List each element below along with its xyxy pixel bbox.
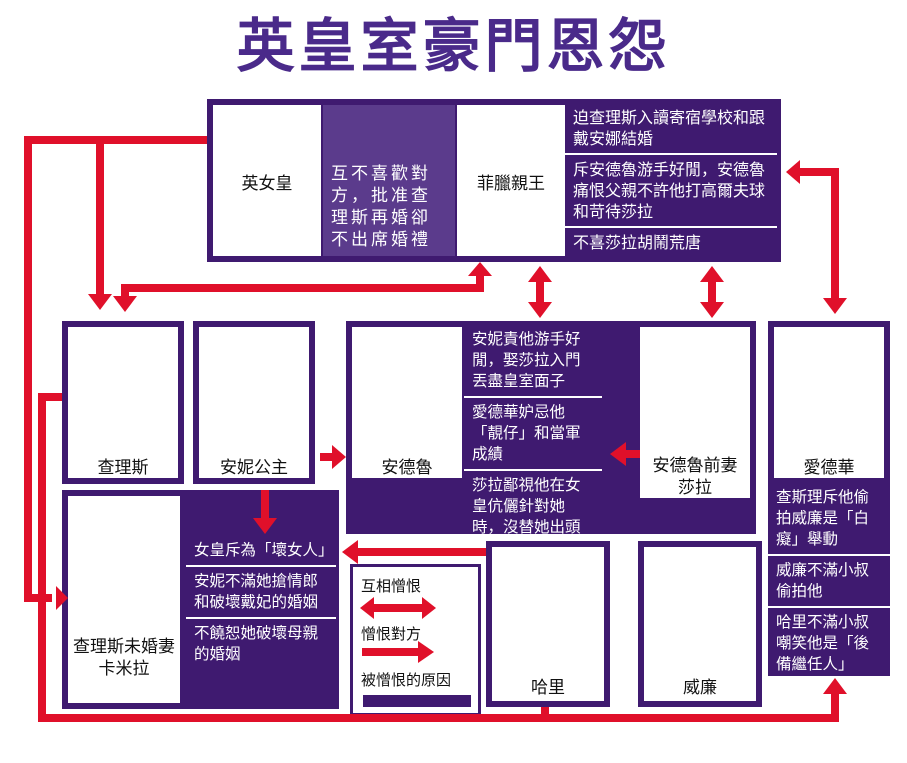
arrow-queen-charles (24, 136, 207, 602)
arrow-philip-charles (121, 270, 484, 300)
queen-name: 英女皇 (241, 174, 293, 194)
william-portrait-box: 威廉 (644, 547, 756, 701)
camilla-reasons: 女皇斥為「壞女人」 安妮不滿她搶情郎和破壞戴妃的婚姻 不饒恕她破壞母親的婚姻 (186, 536, 336, 669)
andrew-reason-item: 安妮責他游手好閒，娶莎拉入門丟盡皇室面子 (472, 330, 581, 390)
legend-one-way-label: 憎恨對方 (361, 625, 422, 643)
arrowhead (823, 678, 847, 694)
philip-portrait-box: 菲臘親王 (457, 105, 565, 256)
harry-block: 哈里 (486, 541, 610, 707)
camilla-portrait-box: 查理斯未婚妻 卡米拉 (68, 496, 180, 703)
arrowhead (786, 160, 800, 184)
andrew-block: 安德魯 安妮責他游手好閒，娶莎拉入門丟盡皇室面子 愛德華妒忌他「靚仔」和當軍成績… (346, 321, 756, 536)
arrowhead (528, 302, 552, 318)
william-name: 威廉 (683, 678, 717, 698)
camilla-reason-item: 女皇斥為「壞女人」 (194, 541, 334, 559)
camilla-reason-item: 安妮不滿她搶情郎和破壞戴妃的婚姻 (186, 565, 336, 617)
queen-reason: 互不喜歡對方，批准查理斯再婚卻不出席婚禮 (323, 105, 455, 256)
edward-reasons: 查斯理斥他偷拍威廉是「白癡」舉動 威廉不滿小叔偷拍他 哈里不滿小叔嘲笑他是「後備… (768, 483, 890, 679)
royal-couple-block: 英女皇 互不喜歡對方，批准查理斯再婚卻不出席婚禮 菲臘親王 迫查理斯入讀寄宿學校… (207, 99, 781, 262)
edward-reason-item: 哈里不滿小叔嘲笑他是「後備繼任人」 (768, 606, 890, 679)
harry-portrait-box: 哈里 (492, 547, 604, 701)
edward-reason-item: 查斯理斥他偷拍威廉是「白癡」舉動 (776, 488, 870, 548)
page-title: 英皇室豪門恩怨 (236, 12, 671, 80)
camilla-block: 查理斯未婚妻 卡米拉 女皇斥為「壞女人」 安妮不滿她搶情郎和破壞戴妃的婚姻 不饒… (62, 490, 339, 709)
anne-block: 安妮公主 (193, 321, 315, 484)
arrowhead (610, 442, 626, 466)
andrew-name: 安德魯 (381, 458, 433, 478)
philip-reason-item: 迫查理斯入讀寄宿學校和跟戴安娜結婚 (573, 108, 766, 148)
andrew-reasons: 安妮責他游手好閒，娶莎拉入門丟盡皇室面子 愛德華妒忌他「靚仔」和當軍成績 莎拉鄙… (464, 325, 602, 542)
arrowhead (700, 266, 724, 282)
legend-mutual-label: 互相憎恨 (361, 577, 422, 595)
legend-reason-swatch (363, 695, 471, 707)
arrow-charles-camilla-left (38, 393, 549, 722)
edward-name: 愛德華 (803, 458, 855, 478)
arrowhead (113, 296, 137, 312)
arrowhead (823, 298, 847, 314)
philip-reason-item: 不喜莎拉胡鬧荒唐 (565, 226, 777, 257)
philip-name: 菲臘親王 (477, 174, 545, 194)
arrowhead (700, 302, 724, 318)
queen-portrait-box: 英女皇 (213, 105, 321, 256)
harry-name: 哈里 (531, 678, 565, 698)
arrowhead (332, 445, 346, 469)
andrew-reason-item: 愛德華妒忌他「靚仔」和當軍成績 (464, 396, 602, 469)
philip-reason-item: 斥安德魯游手好閒，安德魯痛恨父親不許他打高爾夫球和苛待莎拉 (565, 153, 777, 226)
andrew-ex-portrait-box: 安德魯前妻 莎拉 (640, 327, 750, 498)
anne-name: 安妮公主 (220, 458, 288, 478)
arrow-philip-edward (798, 168, 839, 300)
andrew-portrait-box: 安德魯 (352, 327, 462, 478)
arrowhead (253, 518, 277, 534)
anne-portrait-box: 安妮公主 (199, 327, 309, 478)
legend: 互相憎恨 憎恨對方 被憎恨的原因 (350, 564, 481, 716)
andrew-reason-item: 莎拉鄙視他在女皇伉儷針對她時，沒替她出頭 (464, 469, 602, 542)
arrowhead (88, 294, 112, 310)
arrowhead (360, 597, 374, 619)
arrowhead (418, 641, 434, 663)
william-block: 威廉 (638, 541, 762, 707)
edward-block: 愛德華 查斯理斥他偷拍威廉是「白癡」舉動 威廉不滿小叔偷拍他 哈里不滿小叔嘲笑他… (768, 321, 890, 676)
arrowhead (342, 540, 358, 564)
charles-block: 查理斯 (62, 321, 184, 484)
camilla-reason-item: 不饒恕她破壞母親的婚姻 (186, 617, 336, 669)
andrew-ex-name: 安德魯前妻 莎拉 (652, 456, 738, 498)
arrowhead (528, 266, 552, 282)
legend-reason-label: 被憎恨的原因 (361, 671, 452, 689)
arrowhead (56, 586, 68, 610)
edward-portrait-box: 愛德華 (774, 327, 884, 478)
arrow-william-edward (545, 692, 839, 722)
camilla-name: 查理斯未婚妻 卡米拉 (73, 637, 175, 679)
arrowhead (422, 597, 436, 619)
philip-reasons: 迫查理斯入讀寄宿學校和跟戴安娜結婚 斥安德魯游手好閒，安德魯痛恨父親不許他打高爾… (565, 103, 777, 257)
edward-reason-item: 威廉不滿小叔偷拍他 (768, 554, 890, 606)
charles-name: 查理斯 (97, 458, 149, 478)
charles-portrait-box: 查理斯 (68, 327, 178, 478)
arrowhead (468, 262, 492, 276)
